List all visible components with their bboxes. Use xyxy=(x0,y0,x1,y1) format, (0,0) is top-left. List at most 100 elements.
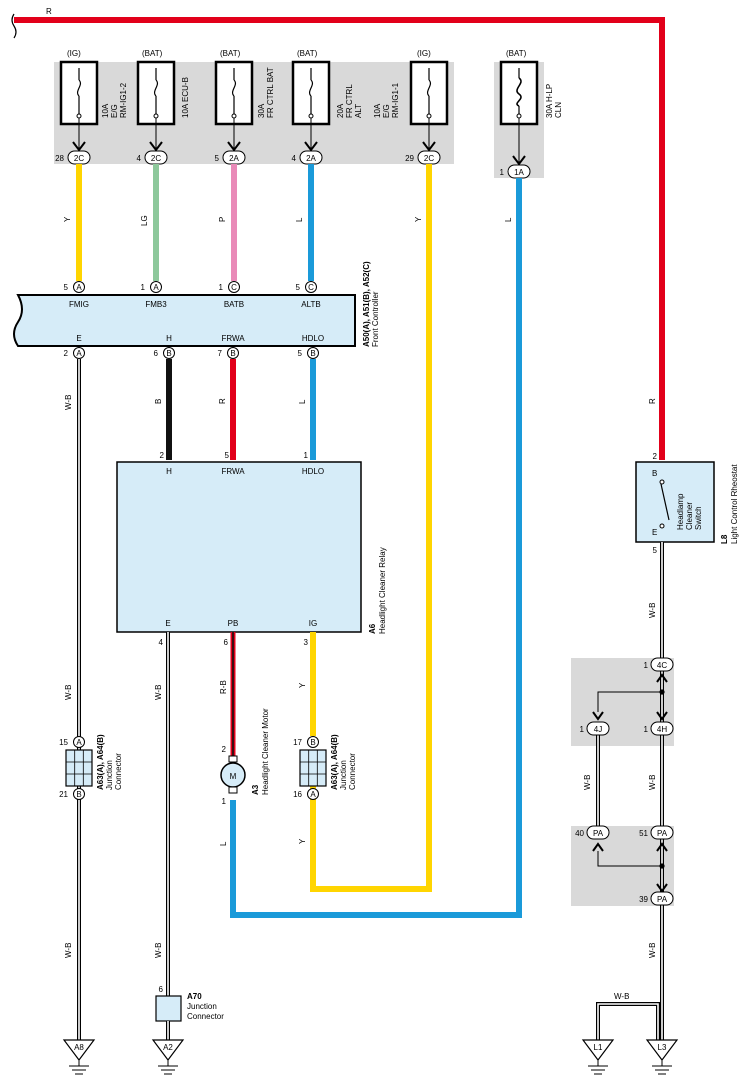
svg-text:C: C xyxy=(231,283,237,292)
connector-pa-40: PA 40 xyxy=(575,825,610,852)
svg-text:FR CTRL: FR CTRL xyxy=(345,84,354,118)
ground-l3: L3 xyxy=(645,1039,679,1075)
svg-text:10A ECU-B: 10A ECU-B xyxy=(181,77,190,118)
front-controller: A 5 FMIG A 1 FMB3 C 1 BATB C 5 ALTB E H … xyxy=(13,261,380,359)
svg-text:Connector: Connector xyxy=(348,753,357,790)
svg-text:R: R xyxy=(648,398,657,404)
svg-text:W-B: W-B xyxy=(648,943,657,958)
svg-text:E: E xyxy=(652,528,657,537)
svg-text:2: 2 xyxy=(222,745,227,754)
svg-text:17: 17 xyxy=(293,738,302,747)
relay-code: A6 xyxy=(368,623,377,634)
front-controller-name: Front Controller xyxy=(371,291,380,347)
svg-text:5: 5 xyxy=(64,283,69,292)
svg-text:PA: PA xyxy=(593,829,604,838)
svg-text:B: B xyxy=(310,349,315,358)
svg-text:A: A xyxy=(310,790,316,799)
svg-text:L: L xyxy=(504,217,513,222)
svg-text:30A H-LP: 30A H-LP xyxy=(545,84,554,118)
svg-text:W-B: W-B xyxy=(648,775,657,790)
svg-text:4H: 4H xyxy=(657,725,667,734)
svg-text:(BAT): (BAT) xyxy=(297,49,318,58)
svg-text:H: H xyxy=(166,334,172,343)
svg-text:L3: L3 xyxy=(658,1043,667,1052)
svg-text:(BAT): (BAT) xyxy=(220,49,241,58)
svg-text:B: B xyxy=(230,349,235,358)
fuse-element-icon xyxy=(308,79,314,97)
svg-text:FMIG: FMIG xyxy=(69,300,89,309)
svg-text:2: 2 xyxy=(160,451,165,460)
wire-wb-l1 xyxy=(596,1002,660,1040)
front-controller-code: A50(A), A51(B), A52(C) xyxy=(362,261,371,347)
fuse-h-lp-cln: (BAT) 30A H-LP CLN xyxy=(499,49,563,126)
svg-text:Y: Y xyxy=(298,838,307,844)
svg-text:5: 5 xyxy=(653,546,658,555)
svg-text:LG: LG xyxy=(140,215,149,226)
switch-name: Light Control Rheostat xyxy=(730,464,739,544)
svg-text:29: 29 xyxy=(405,154,414,163)
fuse-source: (IG) xyxy=(67,49,81,58)
svg-text:W-B: W-B xyxy=(64,943,73,958)
svg-text:A: A xyxy=(76,349,82,358)
svg-text:2A: 2A xyxy=(306,154,316,163)
fuse-element-icon xyxy=(76,79,82,97)
svg-text:7: 7 xyxy=(218,349,223,358)
fuse-element-icon xyxy=(426,79,432,97)
svg-text:W-B: W-B xyxy=(583,775,592,790)
svg-text:10A: 10A xyxy=(373,103,382,118)
svg-text:B: B xyxy=(76,790,81,799)
svg-text:16: 16 xyxy=(293,790,302,799)
svg-text:W-B: W-B xyxy=(614,992,629,1001)
svg-text:R: R xyxy=(218,398,227,404)
headlight-cleaner-relay: 2 5 1 H FRWA HDLO E PB IG 4 6 3 A6 Headl… xyxy=(116,451,387,647)
svg-text:4C: 4C xyxy=(657,661,667,670)
svg-text:21: 21 xyxy=(59,790,68,799)
svg-text:B: B xyxy=(166,349,171,358)
fuse-rm-ig1-1: (IG) 10A E/G RM-IG1-1 xyxy=(373,49,449,126)
svg-text:Y: Y xyxy=(298,682,307,688)
connector-pa-51: PA 51 xyxy=(639,825,674,852)
svg-text:(IG): (IG) xyxy=(417,49,431,58)
svg-text:4: 4 xyxy=(159,638,164,647)
svg-text:L: L xyxy=(295,217,304,222)
svg-text:Y: Y xyxy=(63,216,72,222)
svg-text:2: 2 xyxy=(653,452,658,461)
svg-text:E/G: E/G xyxy=(110,104,119,118)
svg-text:CLN: CLN xyxy=(554,102,563,118)
svg-text:A: A xyxy=(153,283,159,292)
svg-text:5: 5 xyxy=(298,349,303,358)
wire-y-relay-ig xyxy=(310,164,432,892)
svg-text:R-B: R-B xyxy=(219,680,228,694)
svg-text:E/G: E/G xyxy=(382,104,391,118)
connector-4c: 4C 1 xyxy=(644,657,674,683)
svg-text:1A: 1A xyxy=(514,168,524,177)
wire-red-top xyxy=(14,17,665,460)
svg-text:2C: 2C xyxy=(74,154,84,163)
svg-text:IG: IG xyxy=(309,619,317,628)
light-control-rheostat: 2 B E 5 Headlamp Cleaner Switch L8 Light… xyxy=(635,452,739,555)
svg-text:(BAT): (BAT) xyxy=(506,49,527,58)
junction-connector-2: B 17 A 16 A63(A), A64(B) Junction Connec… xyxy=(293,734,357,800)
svg-text:Connector: Connector xyxy=(187,1012,224,1021)
svg-text:W-B: W-B xyxy=(64,395,73,410)
svg-text:E: E xyxy=(76,334,81,343)
svg-text:Connector: Connector xyxy=(114,753,123,790)
svg-text:30A: 30A xyxy=(257,103,266,118)
svg-text:Junction: Junction xyxy=(105,760,114,790)
svg-text:51: 51 xyxy=(639,829,648,838)
svg-text:6: 6 xyxy=(159,985,164,994)
wire-l-motor xyxy=(230,178,522,918)
svg-text:A63(A), A64(B): A63(A), A64(B) xyxy=(96,734,105,790)
svg-text:PA: PA xyxy=(657,895,668,904)
fuse-connectors: 2C 28 2C 4 2A 5 2A 4 2C 29 1A 1 xyxy=(55,118,531,179)
svg-text:BATB: BATB xyxy=(224,300,244,309)
fusible-link-icon xyxy=(516,77,522,107)
switch-code: L8 xyxy=(720,534,729,544)
wire-break-symbol xyxy=(11,13,17,39)
svg-text:HDLO: HDLO xyxy=(302,467,324,476)
svg-text:4J: 4J xyxy=(594,725,602,734)
switch-contact-icon xyxy=(660,483,670,521)
svg-text:10A: 10A xyxy=(101,103,110,118)
svg-text:P: P xyxy=(218,217,227,222)
connector-pa-39: PA 39 xyxy=(639,891,674,906)
